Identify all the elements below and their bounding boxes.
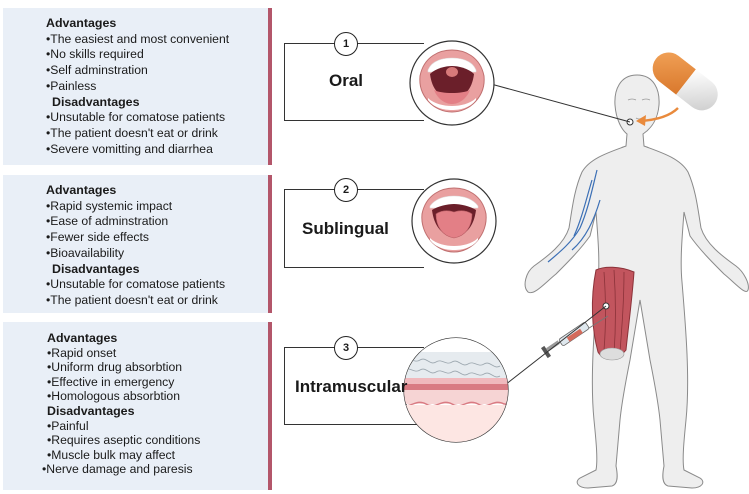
intramuscular-route-label: Intramuscular [295, 377, 408, 396]
sublingual-disadvantages-heading: Disadvantages [52, 261, 140, 276]
oral-disadvantage-item: •The patient doesn't eat or drink [46, 125, 218, 140]
mouth-tongue-raised-icon [411, 178, 497, 264]
intramuscular-disadvantages-heading: Disadvantages [47, 403, 135, 418]
sublingual-panel: Advantages •Rapid systemic impact •Ease … [3, 175, 272, 313]
sublingual-number-badge: 2 [334, 178, 358, 202]
oral-advantage-item: •Painless [46, 78, 97, 93]
sublingual-text: Advantages •Rapid systemic impact •Ease … [3, 175, 266, 309]
intramuscular-text: Advantages •Rapid onset •Uniform drug ab… [3, 322, 266, 477]
intramuscular-advantage-item: •Effective in emergency [47, 374, 175, 389]
mouth-open-icon [409, 40, 495, 126]
capsule-icon [652, 52, 718, 111]
sublingual-disadvantage-item: •The patient doesn't eat or drink [46, 292, 218, 307]
human-body-icon [524, 74, 749, 489]
oral-route-label: Oral [329, 71, 364, 90]
intramuscular-callout-box [284, 347, 424, 425]
oral-disadvantages-heading: Disadvantages [52, 94, 140, 109]
intramuscular-disadvantage-item: •Nerve damage and paresis [42, 462, 193, 477]
oral-disadvantage-item: •Unsutable for comatose patients [46, 110, 226, 125]
intramuscular-disadvantage-item: •Painful [47, 418, 89, 433]
intramuscular-advantage-item: •Rapid onset [47, 345, 117, 360]
intramuscular-advantages-heading: Advantages [47, 331, 118, 345]
intramuscular-disadvantage-item: •Requires aseptic conditions [47, 433, 201, 448]
oral-advantage-item: •Self adminstration [46, 63, 148, 78]
skin-layers-icon [403, 337, 509, 443]
oral-advantage-item: •No skills required [46, 47, 144, 62]
oral-disadvantage-item: •Severe vomitting and diarrhea [46, 141, 213, 156]
sublingual-callout-box [284, 189, 424, 268]
intramuscular-panel: Advantages •Rapid onset •Uniform drug ab… [3, 322, 272, 490]
oral-panel: Advantages •The easiest and most conveni… [3, 8, 272, 165]
oral-advantage-item: •The easiest and most convenient [46, 31, 230, 46]
sublingual-advantage-item: •Bioavailability [46, 245, 125, 260]
thigh-muscle [591, 266, 635, 361]
intramuscular-disadvantage-item: •Muscle bulk may affect [47, 447, 175, 462]
arm-veins [547, 169, 601, 263]
oral-advantages-heading: Advantages [46, 16, 117, 30]
intramuscular-advantage-item: •Homologous absorbtion [47, 389, 180, 404]
syringe-icon [540, 315, 609, 359]
sublingual-disadvantage-item: •Unsutable for comatose patients [46, 277, 226, 292]
oral-text: Advantages •The easiest and most conveni… [3, 8, 266, 157]
sublingual-route-label: Sublingual [302, 219, 389, 238]
sublingual-advantage-item: •Rapid systemic impact [46, 198, 173, 213]
oral-number-badge: 1 [334, 32, 358, 56]
sublingual-advantage-item: •Fewer side effects [46, 230, 149, 245]
intramuscular-number-badge: 3 [334, 336, 358, 360]
sublingual-advantages-heading: Advantages [46, 183, 117, 197]
intramuscular-advantage-item: •Uniform drug absorbtion [47, 360, 183, 375]
sublingual-advantage-item: •Ease of adminstration [46, 214, 169, 229]
